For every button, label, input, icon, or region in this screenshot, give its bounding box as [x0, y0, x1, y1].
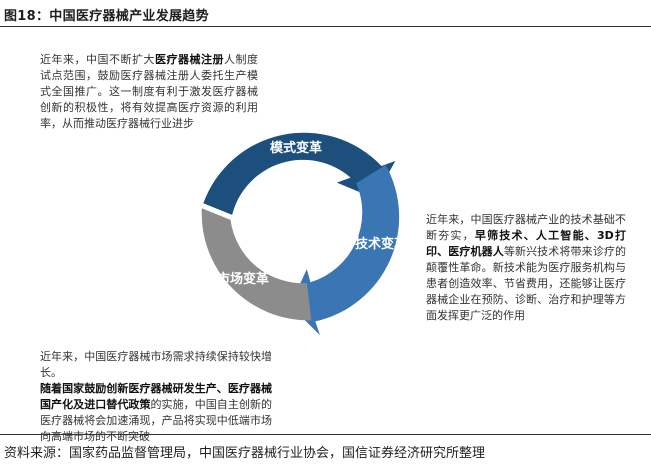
market-note-emphasis: 随着国家鼓励创新医疗器械研发生产、医疗器械国产化及进口替代政策 — [40, 382, 272, 411]
tech-note-text-1: 近年来，中国医疗器械产业的技术基础不断夯实， — [426, 213, 626, 242]
transformation-cycle-diagram: 模式变革 技术变革 市场变革 — [201, 132, 407, 336]
tech-change-note: 近年来，中国医疗器械产业的技术基础不断夯实，早筛技术、人工智能、3D打印、医疗机… — [426, 212, 626, 324]
tech-note-text-2: 等新兴技术将带来诊疗的颠覆性革命。新技术能为医疗服务机构与患者创造效率、节省费用… — [426, 245, 627, 322]
figure-title: 图18：中国医疗器械产业发展趋势 — [4, 9, 209, 24]
top-divider — [0, 26, 651, 27]
mode-change-segment — [203, 132, 396, 215]
source-note: 资料来源：国家药品监督管理局，中国医疗器械行业协会，国信证券经济研究所整理 — [4, 446, 486, 461]
bottom-divider — [0, 434, 651, 435]
market-change-segment — [201, 208, 312, 321]
market-change-label: 市场变革 — [217, 271, 269, 287]
mode-note-text-1: 近年来，中国不断扩大 — [40, 53, 155, 66]
mode-note-text-2: 人制度试点范围，鼓励医疗器械注册人委托生产模式全国推广。这一制度有利于激发医疗器… — [40, 53, 258, 130]
market-change-note: 近年来，中国医疗器械市场需求持续保持较快增长。随着国家鼓励创新医疗器械研发生产、… — [40, 349, 272, 445]
mode-note-emphasis: 医疗器械注册 — [155, 53, 224, 66]
market-note-text-1: 近年来，中国医疗器械市场需求持续保持较快增长。 — [40, 350, 272, 379]
market-note-text-2: 的实施，中国自主创新的医疗器械将会加速涌现，产品将实现中低端市场向高端市场的不断… — [40, 398, 272, 443]
tech-note-emphasis: 早筛技术、人工智能、3D打印、医疗机器人 — [426, 229, 626, 258]
tech-change-label: 技术变革 — [355, 236, 407, 252]
tech-change-segment — [290, 165, 400, 336]
mode-change-label: 模式变革 — [270, 140, 322, 156]
mode-change-note: 近年来，中国不断扩大医疗器械注册人制度试点范围，鼓励医疗器械注册人委托生产模式全… — [40, 52, 258, 132]
